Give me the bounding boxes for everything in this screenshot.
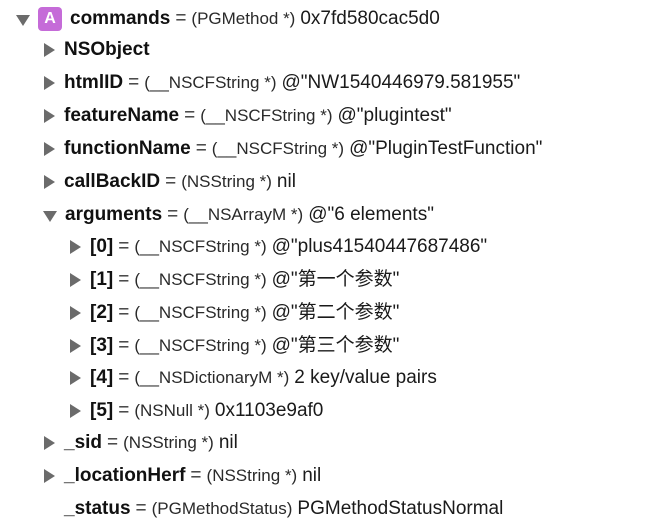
variable-name: featureName	[64, 105, 180, 126]
variable-type: (__NSArrayM *)	[183, 205, 304, 224]
variable-type: (__NSCFString *)	[134, 270, 267, 289]
variable-type: (PGMethodStatus)	[151, 499, 293, 518]
disclosure-triangle-collapsed-icon[interactable]	[70, 371, 81, 385]
variable-type: (NSNull *)	[134, 401, 210, 420]
variable-value: nil	[218, 432, 238, 453]
variable-type: (NSString *)	[123, 433, 214, 452]
equals-sign: =	[165, 171, 177, 192]
variable-type: (__NSCFString *)	[134, 303, 267, 322]
variable-name: _locationHerf	[64, 465, 186, 486]
equals-sign: =	[118, 400, 130, 421]
variable-row-commands[interactable]: A commands = (PGMethod *) 0x7fd580cac5d0	[16, 4, 440, 34]
variable-name: _sid	[64, 432, 103, 453]
variable-type: (__NSCFString *)	[144, 73, 277, 92]
variable-row-featurename[interactable]: featureName = (__NSCFString *) @"plugint…	[43, 101, 452, 131]
variable-name: [1]	[90, 269, 114, 290]
variable-name: arguments	[65, 204, 163, 225]
equals-sign: =	[195, 138, 207, 159]
variable-value: @"第三个参数"	[271, 335, 400, 356]
variable-value: nil	[302, 465, 322, 486]
variable-name: [4]	[90, 367, 114, 388]
equals-sign: =	[118, 335, 130, 356]
variable-row-locationherf[interactable]: _locationHerf = (NSString *) nil	[43, 461, 321, 491]
variable-value: 0x7fd580cac5d0	[300, 8, 440, 29]
equals-sign: =	[128, 72, 140, 93]
variable-row-callbackid[interactable]: callBackID = (NSString *) nil	[43, 167, 296, 197]
variable-value: @"NW1540446979.581955"	[281, 72, 521, 93]
variable-value: @"6 elements"	[308, 204, 434, 225]
variable-value: @"第二个参数"	[271, 302, 400, 323]
variable-name: _status	[64, 498, 131, 519]
variable-type: (__NSCFString *)	[211, 139, 345, 158]
disclosure-triangle-expanded-icon[interactable]	[16, 15, 30, 26]
variable-row-htmlid[interactable]: htmlID = (__NSCFString *) @"NW1540446979…	[43, 68, 520, 98]
variable-type: (__NSDictionaryM *)	[134, 368, 290, 387]
disclosure-triangle-collapsed-icon[interactable]	[44, 175, 55, 189]
variable-type: (NSString *)	[206, 466, 298, 485]
variable-row-argument-0[interactable]: [0] = (__NSCFString *) @"plus41540447687…	[69, 232, 487, 262]
variable-value: 0x1103e9af0	[214, 400, 324, 421]
variable-value: @"PluginTestFunction"	[349, 138, 543, 159]
variable-row-nsobject[interactable]: NSObject	[43, 35, 150, 65]
variable-name: [0]	[90, 236, 114, 257]
variable-name: functionName	[64, 138, 191, 159]
disclosure-triangle-collapsed-icon[interactable]	[70, 273, 81, 287]
variable-row-arguments[interactable]: arguments = (__NSArrayM *) @"6 elements"	[43, 200, 434, 230]
disclosure-triangle-collapsed-icon[interactable]	[44, 469, 55, 483]
disclosure-triangle-collapsed-icon[interactable]	[44, 142, 55, 156]
variable-type: (NSString *)	[181, 172, 272, 191]
variable-value: 2 key/value pairs	[294, 367, 437, 388]
disclosure-triangle-expanded-icon[interactable]	[43, 211, 57, 222]
equals-sign: =	[190, 465, 202, 486]
disclosure-triangle-collapsed-icon[interactable]	[44, 76, 55, 90]
variable-type: (__NSCFString *)	[134, 237, 267, 256]
variable-name: [3]	[90, 335, 114, 356]
variable-value: @"第一个参数"	[271, 269, 400, 290]
disclosure-triangle-collapsed-icon[interactable]	[44, 43, 55, 57]
variable-name: htmlID	[64, 72, 124, 93]
equals-sign: =	[118, 236, 130, 257]
disclosure-triangle-collapsed-icon[interactable]	[70, 339, 81, 353]
equals-sign: =	[175, 8, 187, 29]
variable-type: (__NSCFString *)	[134, 336, 267, 355]
variable-type: (PGMethod *)	[191, 9, 296, 28]
equals-sign: =	[184, 105, 196, 126]
variable-row-argument-1[interactable]: [1] = (__NSCFString *) @"第一个参数"	[69, 265, 399, 295]
variable-name: NSObject	[64, 39, 150, 60]
equals-sign: =	[107, 432, 119, 453]
disclosure-triangle-collapsed-icon[interactable]	[70, 306, 81, 320]
variable-row-argument-2[interactable]: [2] = (__NSCFString *) @"第二个参数"	[69, 298, 399, 328]
equals-sign: =	[135, 498, 147, 519]
variable-name: commands	[70, 8, 171, 29]
variable-value: @"plus41540447687486"	[271, 236, 488, 257]
variable-badge-icon: A	[38, 7, 62, 31]
equals-sign: =	[167, 204, 179, 225]
variable-name: [2]	[90, 302, 114, 323]
variable-row-functionname[interactable]: functionName = (__NSCFString *) @"Plugin…	[43, 134, 542, 164]
disclosure-triangle-collapsed-icon[interactable]	[70, 404, 81, 418]
equals-sign: =	[118, 269, 130, 290]
variable-name: callBackID	[64, 171, 161, 192]
variable-row-sid[interactable]: _sid = (NSString *) nil	[43, 428, 238, 458]
disclosure-triangle-collapsed-icon[interactable]	[44, 109, 55, 123]
variable-row-argument-5[interactable]: [5] = (NSNull *) 0x1103e9af0	[69, 396, 323, 426]
variable-value: PGMethodStatusNormal	[297, 498, 504, 519]
variable-value: @"plugintest"	[337, 105, 452, 126]
variable-name: [5]	[90, 400, 114, 421]
equals-sign: =	[118, 302, 130, 323]
variable-type: (__NSCFString *)	[200, 106, 333, 125]
variable-row-status[interactable]: _status = (PGMethodStatus) PGMethodStatu…	[43, 494, 503, 524]
variable-row-argument-4[interactable]: [4] = (__NSDictionaryM *) 2 key/value pa…	[69, 363, 437, 393]
equals-sign: =	[118, 367, 130, 388]
variable-value: nil	[276, 171, 296, 192]
disclosure-triangle-collapsed-icon[interactable]	[44, 436, 55, 450]
disclosure-triangle-collapsed-icon[interactable]	[70, 240, 81, 254]
variable-row-argument-3[interactable]: [3] = (__NSCFString *) @"第三个参数"	[69, 331, 399, 361]
